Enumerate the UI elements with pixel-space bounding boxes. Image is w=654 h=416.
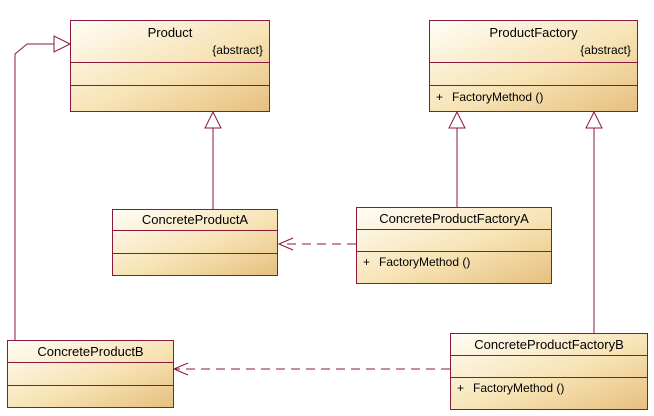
class-name: ConcreteProductFactoryA (379, 211, 529, 226)
stereotype-label: {abstract} (212, 43, 263, 57)
visibility-public: + (457, 381, 465, 395)
attributes-compartment (8, 363, 173, 386)
class-name: ConcreteProductFactoryB (474, 337, 624, 352)
operation-name: FactoryMethod () (473, 381, 565, 395)
class-product[interactable]: Product {abstract} (70, 20, 270, 112)
operation-row: + FactoryMethod () (363, 255, 470, 269)
class-name: Product (147, 25, 193, 40)
visibility-public: + (363, 255, 371, 269)
generalization-arrowhead-fa (448, 110, 466, 129)
attributes-compartment (113, 231, 277, 254)
operation-name: FactoryMethod () (452, 90, 544, 104)
generalization-arrowhead-b (53, 35, 72, 53)
class-header: ConcreteProductFactoryB (451, 334, 647, 356)
operation-name: FactoryMethod () (379, 255, 471, 269)
class-concrete-product-factory-a[interactable]: ConcreteProductFactoryA + FactoryMethod (… (356, 207, 552, 284)
attributes-compartment (430, 63, 637, 86)
class-name: ConcreteProductA (141, 212, 249, 227)
operations-compartment (71, 86, 269, 111)
visibility-public: + (436, 90, 444, 104)
dependency-arrowhead-a (277, 237, 294, 251)
class-concrete-product-a[interactable]: ConcreteProductA (112, 209, 278, 276)
stereotype-label: {abstract} (580, 43, 631, 57)
class-concrete-product-b[interactable]: ConcreteProductB (7, 340, 174, 408)
class-name: ProductFactory (489, 25, 578, 40)
operations-compartment: + FactoryMethod () (357, 252, 551, 283)
attributes-compartment (357, 230, 551, 252)
operation-row: + FactoryMethod () (436, 90, 543, 104)
class-concrete-product-factory-b[interactable]: ConcreteProductFactoryB + FactoryMethod (… (450, 333, 648, 410)
dependency-arrowhead-b (172, 362, 189, 376)
operations-compartment: + FactoryMethod () (451, 378, 647, 409)
class-header: ConcreteProductA (113, 210, 277, 231)
class-name: ConcreteProductB (37, 344, 144, 359)
class-product-factory[interactable]: ProductFactory {abstract} + FactoryMethod… (429, 20, 638, 112)
class-header: ProductFactory {abstract} (430, 21, 637, 63)
attributes-compartment (71, 63, 269, 86)
generalization-arrowhead-a (204, 110, 222, 129)
class-header: ConcreteProductFactoryA (357, 208, 551, 230)
class-header: ConcreteProductB (8, 341, 173, 363)
class-header: Product {abstract} (71, 21, 269, 63)
operations-compartment (113, 254, 277, 275)
operations-compartment (8, 386, 173, 407)
attributes-compartment (451, 356, 647, 378)
operation-row: + FactoryMethod () (457, 381, 564, 395)
generalization-arrowhead-fb (585, 110, 603, 129)
operations-compartment: + FactoryMethod () (430, 86, 637, 111)
generalization-line-b (14, 43, 54, 340)
